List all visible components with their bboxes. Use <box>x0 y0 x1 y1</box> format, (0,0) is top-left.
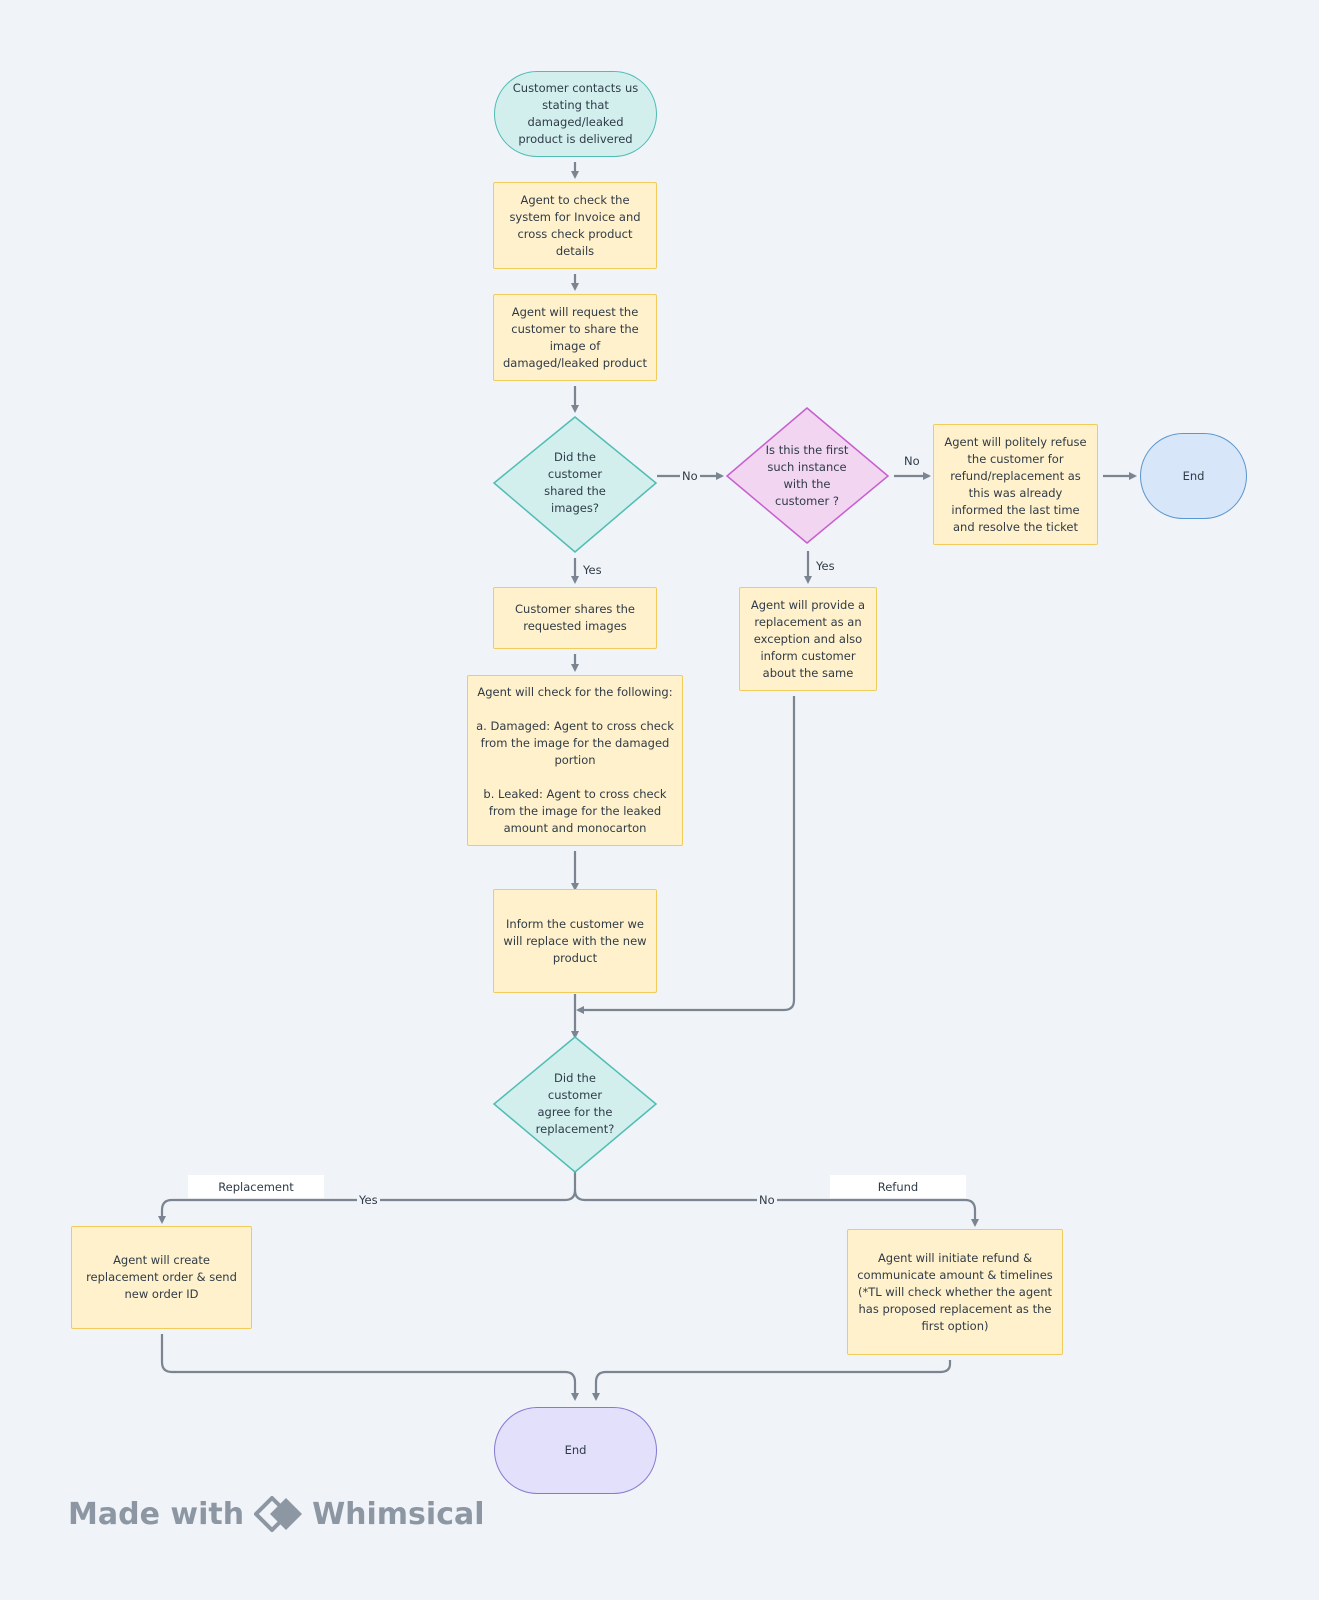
tag-replacement: Replacement <box>188 1175 324 1198</box>
whimsical-logo-icon <box>254 1496 303 1532</box>
check-following-node[interactable]: Agent will check for the following: a. D… <box>467 675 683 846</box>
edge-create-to-end <box>160 1334 579 1401</box>
inform-replace-node[interactable]: Inform the customer we will replace with… <box>493 889 657 993</box>
made-with-whimsical-watermark[interactable]: Made with Whimsical <box>68 1496 485 1532</box>
end-right-node[interactable]: End <box>1140 433 1247 519</box>
decision-first-instance-shape <box>725 407 890 544</box>
edge-label-yes-first: Yes <box>814 559 837 573</box>
decision-shared-images-shape <box>492 416 658 553</box>
watermark-prefix: Made with <box>68 1496 245 1532</box>
decision-first-instance-text[interactable]: Is this the first such instance with the… <box>765 443 849 508</box>
edge-refund-to-end <box>592 1360 952 1401</box>
watermark-brand: Whimsical <box>312 1496 485 1532</box>
end-bottom-node[interactable]: End <box>494 1407 657 1494</box>
create-order-node[interactable]: Agent will create replacement order & se… <box>71 1226 252 1329</box>
edge-exception-to-merge <box>576 696 796 1014</box>
edge-agree-no-to-refund <box>573 1189 979 1227</box>
tag-refund: Refund <box>830 1175 966 1198</box>
initiate-refund-node[interactable]: Agent will initiate refund & communicate… <box>847 1229 1063 1355</box>
decision-agree-text[interactable]: Did the customer agree for the replaceme… <box>535 1071 615 1136</box>
decision-agree-shape <box>492 1036 658 1173</box>
provide-exception-node[interactable]: Agent will provide a replacement as an e… <box>739 587 877 691</box>
request-image-node[interactable]: Agent will request the customer to share… <box>493 294 657 381</box>
edge-label-no-agree: No <box>757 1193 777 1207</box>
edge-label-yes-agree: Yes <box>357 1193 380 1207</box>
shares-images-node[interactable]: Customer shares the requested images <box>493 587 657 649</box>
decision-shared-images-text[interactable]: Did the customer shared the images? <box>544 450 606 515</box>
check-system-node[interactable]: Agent to check the system for Invoice an… <box>493 182 657 269</box>
edge-label-no-first: No <box>902 454 922 468</box>
refuse-node[interactable]: Agent will politely refuse the customer … <box>933 424 1098 545</box>
start-node[interactable]: Customer contacts us stating that damage… <box>494 71 657 157</box>
edge-label-no-shared: No <box>680 469 700 483</box>
edge-label-yes-shared: Yes <box>581 563 604 577</box>
